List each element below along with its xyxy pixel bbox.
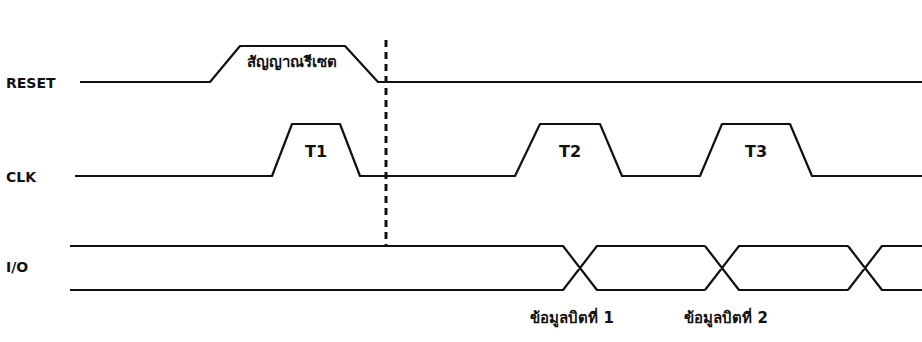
- pulse-label: สัญญาณรีเซต: [247, 54, 337, 71]
- io-bus-wave: [70, 246, 922, 290]
- signal-name: CLK: [6, 170, 36, 185]
- clock-label: T1: [305, 143, 327, 161]
- clock-label: T3: [745, 143, 767, 161]
- signal-name: I/O: [6, 260, 28, 275]
- reset-end-marker: [385, 40, 388, 246]
- clock-label: T2: [559, 143, 581, 161]
- clock-wave: [75, 124, 922, 176]
- data-bit-label: ข้อมูลบิตที่ 1: [530, 310, 614, 327]
- reset-wave: [80, 46, 922, 82]
- signal-name: RESET: [6, 76, 56, 91]
- data-bit-label: ข้อมูลบิตที่ 2: [684, 310, 768, 327]
